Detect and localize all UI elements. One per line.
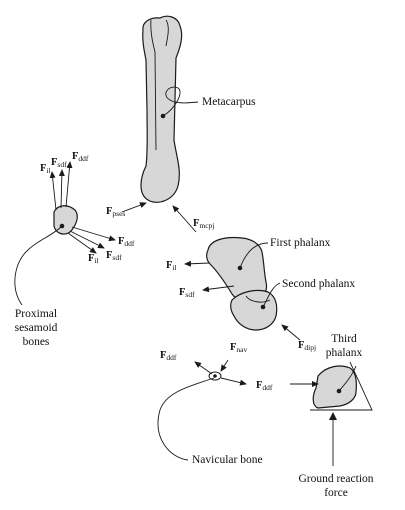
force-label-fddf-hoof: Fddf — [256, 380, 273, 392]
force-label-fil-right: Fil — [88, 253, 99, 265]
force-label-fnav: Fnav — [230, 342, 248, 354]
label-ground-line2: force — [324, 487, 348, 499]
label-ground-line1: Ground reaction — [298, 473, 373, 485]
force-label-fil-phalanx: Fil — [166, 260, 177, 272]
force-arrows — [49, 161, 319, 387]
joint-line — [245, 295, 271, 303]
label-proximal-line3: bones — [23, 336, 50, 348]
force-label-fsdf-phalanx: Fsdf — [179, 287, 195, 299]
force-label-fsdf-right: Fsdf — [106, 250, 122, 262]
second-phalanx-bone — [230, 289, 278, 331]
label-third-phalanx-line1: Third — [331, 333, 357, 345]
force-label-fdipj: Fdipj — [298, 340, 316, 352]
proximal-sesamoid-bone — [53, 205, 78, 235]
label-proximal-line1: Proximal — [15, 308, 57, 320]
label-second-phalanx: Second phalanx — [282, 278, 355, 290]
label-navicular-bone: Navicular bone — [192, 454, 263, 466]
metacarpus-bone — [140, 15, 183, 203]
force-label-fpses: Fpses — [106, 206, 125, 218]
label-proximal-line2: sesamoid — [15, 322, 58, 334]
force-label-fddf-navicular: Fddf — [160, 350, 177, 362]
force-label-fsdf-top: Fsdf — [51, 157, 67, 169]
force-label-fil-top: Fil — [40, 163, 51, 175]
label-metacarpus: Metacarpus — [202, 96, 256, 108]
label-first-phalanx: First phalanx — [270, 237, 331, 249]
force-label-fddf-right: Fddf — [118, 236, 135, 248]
third-phalanx-bone — [312, 365, 357, 409]
force-label-fmcpj: Fmcpj — [193, 218, 214, 230]
label-third-phalanx-line2: phalanx — [326, 347, 363, 359]
hoof-outline — [310, 361, 373, 411]
leader-lines — [14, 86, 357, 466]
force-label-fddf-top: Fddf — [72, 151, 89, 163]
